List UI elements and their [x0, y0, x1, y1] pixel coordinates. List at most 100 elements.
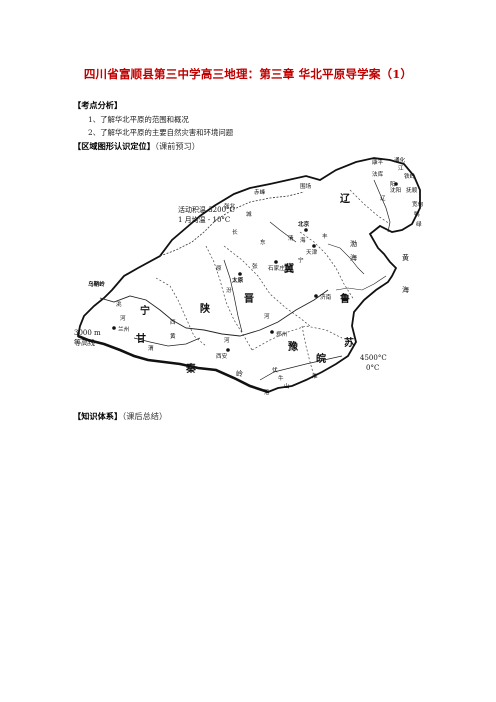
province-label-ning: 宁: [140, 304, 150, 317]
tao-char: 洮: [116, 300, 122, 308]
city-dot-shenyang: [394, 182, 398, 186]
hai-river: [269, 221, 297, 243]
river-char: 河: [224, 336, 230, 344]
sea-label-huang: 黄: [402, 253, 409, 262]
province-boundary: [251, 325, 343, 351]
qing-char: 清: [288, 234, 294, 242]
lu-char: 绿: [416, 220, 422, 228]
ning-x-char: 宁: [298, 256, 304, 264]
contour-3000m-line: [77, 334, 269, 394]
wei-char: 渭: [148, 344, 154, 352]
ya-char: 鸭: [414, 210, 420, 218]
river-char: 河: [120, 314, 126, 322]
funiu-char-1: 伏: [272, 366, 278, 374]
city-label-taiyuan: 太原: [232, 276, 244, 284]
section-heading-text: 【区域图形认识定位】: [73, 141, 155, 151]
northern-boundary: [159, 191, 305, 257]
section-heading-kaodian: 【考点分析】: [73, 99, 122, 111]
city-label-weichang: 围场: [300, 182, 312, 190]
province-label-yu: 豫: [288, 340, 298, 353]
province-label-gan: 甘: [136, 332, 146, 345]
coast-inner: [327, 243, 365, 275]
north-china-map: 活动积温 3200°C 1 月均温 - 10°C 乌鞘岭 3000 m 等高线 …: [74, 156, 424, 396]
iso-3000-label-2: 等高线: [74, 338, 95, 347]
city-label-kangping: 康平: [372, 158, 384, 166]
feng-char: 丰: [322, 232, 328, 240]
section-heading-quyu: 【区域图形认识定位】（课前预习）: [73, 140, 200, 152]
city-label-kuandian: 宽甸: [412, 200, 424, 208]
luo-char: 洛: [264, 388, 270, 396]
yang-char: 阳: [390, 180, 396, 188]
temp-east-label-1: 4500°C: [360, 354, 387, 362]
hai-char: 海: [300, 236, 306, 244]
province-boundary: [349, 189, 391, 225]
city-label-zhangbei: 张北: [224, 202, 236, 210]
sea-label-bo: 渤: [350, 239, 357, 248]
city-label-chifeng: 赤峰: [254, 188, 266, 196]
xi-char: 西: [170, 319, 176, 326]
sea-label-huanghai: 海: [402, 285, 409, 294]
funiu-char-2: 牛: [278, 374, 284, 382]
yellow-river: [99, 289, 329, 337]
city-label-shenyang: 沈阳: [390, 186, 402, 194]
city-label-shijiazhuang: 石家庄: [268, 264, 285, 272]
province-label-su: 苏: [344, 336, 354, 349]
province-label-lu: 鲁: [339, 292, 350, 305]
city-label-tonghua: 通化: [394, 156, 406, 164]
temp-annotation-1: 活动积温 3200°C: [178, 205, 235, 214]
city-label-jinan: 济南: [320, 293, 332, 301]
city-label-beijing: 北京: [298, 220, 310, 228]
section-heading-zhishi: 【知识体系】（课后总结）: [73, 410, 167, 422]
section-note: （课后总结）: [122, 411, 168, 421]
city-label-fushun: 抚顺: [406, 186, 418, 194]
city-dot-tianjin: [312, 244, 316, 248]
funiu-char-3: 山: [284, 382, 290, 390]
page-title: 四川省富顺县第三中学高三地理：第三章 华北平原导学案（1）: [83, 67, 413, 81]
province-boundary: [205, 245, 253, 351]
section-note: （课前预习）: [154, 141, 200, 151]
section-heading-text: 【知识体系】: [73, 411, 123, 421]
province-boundary: [223, 245, 311, 327]
point-item-2: 2、了解华北平原的主要自然灾害和环境问题: [88, 128, 234, 137]
temp-east-label-2: 0°C: [366, 364, 379, 372]
province-label-jin: 晋: [244, 293, 254, 305]
city-dot-lanzhou: [112, 326, 116, 330]
zhang-char: 张: [252, 262, 258, 270]
city-dot-beijing: [304, 228, 308, 232]
city-label-lanzhou: 兰州: [118, 325, 129, 333]
province-label-liao: 辽: [340, 193, 351, 205]
iso-3000-label-1: 3000 m: [74, 329, 101, 337]
province-label-wan: 皖: [316, 352, 326, 365]
province-label-shaan: 陕: [200, 302, 210, 315]
city-dot-jinan: [314, 294, 318, 298]
province-boundary: [299, 231, 355, 301]
coast-shandong: [335, 275, 387, 291]
city-label-zhengzhou: 郑州: [276, 330, 287, 338]
liao-he-char: 辽: [380, 194, 386, 202]
dong-char: 东: [260, 238, 266, 246]
city-dot-zhengzhou: [270, 330, 274, 334]
city-label-xian: 西安: [216, 352, 228, 360]
fen-river: [223, 259, 243, 333]
mountain-label-ling: 岭: [236, 369, 243, 378]
province-boundary: [301, 325, 315, 377]
sea-label-bohai: 海: [350, 253, 357, 262]
city-dot-xian: [226, 348, 230, 352]
liao-river: [373, 179, 391, 233]
huang-he-char: 黄: [170, 332, 176, 340]
temp-annotation-2: 1 月均温 - 10°C: [178, 215, 230, 224]
city-label-tieling: 铁岭: [404, 172, 416, 180]
province-label-ji: 冀: [284, 262, 294, 275]
section-heading-text: 【考点分析】: [73, 100, 123, 110]
river-char: 河: [264, 312, 270, 320]
fen-char: 汾: [226, 286, 232, 294]
city-dot-taiyuan: [238, 272, 242, 276]
province-boundary: [155, 277, 207, 347]
jiang-char: 江: [398, 165, 404, 172]
city-label-tianjin: 天津: [306, 249, 318, 256]
great-wall-char: 长: [232, 228, 238, 236]
city-dot-shijiazhuang: [274, 260, 278, 264]
city-label-faku: 法库: [372, 170, 384, 178]
yuan-char: 原: [216, 265, 222, 272]
mountain-label-qin: 秦: [185, 362, 197, 375]
